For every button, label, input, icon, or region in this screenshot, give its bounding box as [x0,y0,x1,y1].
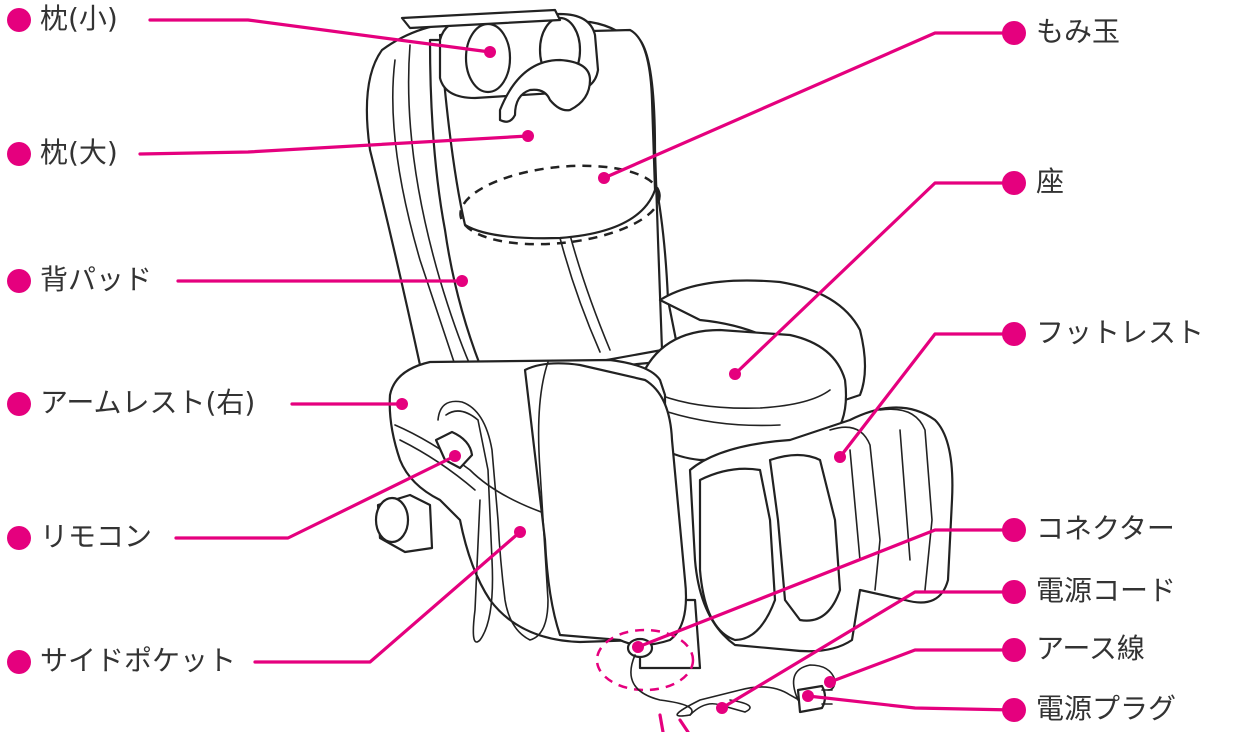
label-remote: リモコン [40,520,152,553]
label-power-plug: 電源プラグ [1036,692,1176,725]
label-footrest: フットレスト [1036,316,1204,349]
dot-momi-dama [1002,21,1026,45]
dot-side-pocket [7,650,31,674]
dot-makura-small [7,8,31,32]
label-side-pocket: サイドポケット [40,644,236,677]
dot-power-cord [1002,580,1026,604]
dot-earth-wire [1002,638,1026,662]
label-makura-small: 枕(小) [40,2,118,35]
label-armrest-right: アームレスト(右) [40,386,255,419]
dot-seat [1002,171,1026,195]
dot-footrest [1002,322,1026,346]
dot-armrest-right [7,392,31,416]
label-earth-wire: アース線 [1036,632,1145,665]
dot-back-pad [7,269,31,293]
dot-connector [1002,518,1026,542]
dot-remote [7,526,31,550]
label-seat: 座 [1036,165,1064,198]
label-momi-dama: もみ玉 [1036,15,1120,48]
dot-makura-large [7,142,31,166]
label-makura-large: 枕(大) [40,136,118,169]
label-back-pad: 背パッド [40,263,152,296]
dot-power-plug [1002,698,1026,722]
chair-roller-left [376,498,408,542]
label-connector: コネクター [1036,512,1175,545]
label-power-cord: 電源コード [1036,574,1176,607]
